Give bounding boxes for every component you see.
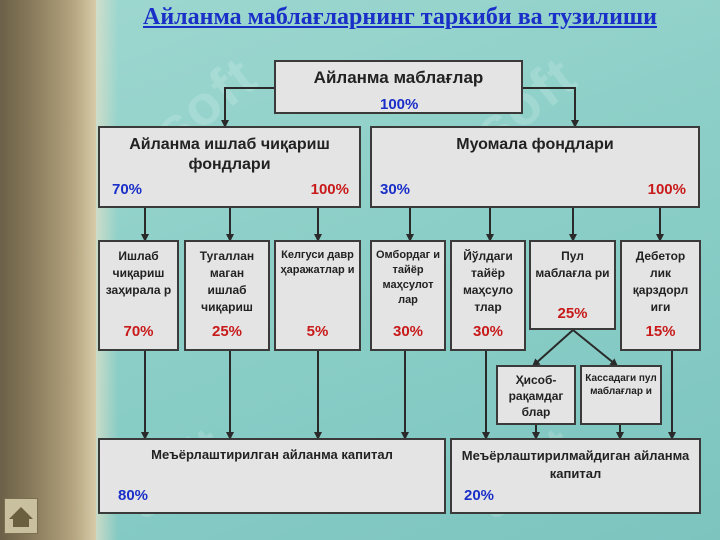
bottom-label: Меъёрлаштирилмайдиган айланма капитал xyxy=(461,448,690,481)
level2-label: Тугаллан маган ишлаб чиқариш xyxy=(199,249,255,314)
level2-box-deferred-expenses: Келгуси давр ҳаражатлар и 5% xyxy=(274,240,361,351)
level1-label: Муомала фондлари xyxy=(456,136,614,153)
arrow-cash-b xyxy=(572,329,619,367)
level2-pct: 30% xyxy=(392,323,424,340)
bottom-pct: 20% xyxy=(464,487,495,504)
level3-label: Кассадаги пул маблағлар и xyxy=(585,373,657,397)
level1-right-pct: 100% xyxy=(310,181,349,198)
level2-pct: 30% xyxy=(472,323,504,340)
level2-box-goods-in-transit: Йўлдаги тайёр маҳсуло тлар 30% xyxy=(450,240,526,351)
home-button[interactable] xyxy=(4,498,38,534)
arrow-root-left xyxy=(221,87,275,128)
level2-label: Келгуси давр ҳаражатлар и xyxy=(280,249,355,276)
level3-box-cash-on-hand: Кассадаги пул маблағлар и xyxy=(580,365,662,425)
level2-pct: 70% xyxy=(123,323,154,340)
arrow-root-right xyxy=(522,87,579,128)
root-pct: 100% xyxy=(380,96,419,113)
level1-right-pct: 100% xyxy=(647,181,686,198)
level1-box-production-funds: Айланма ишлаб чиқариш фондлари 70% 100% xyxy=(98,126,361,208)
level2-box-work-in-progress: Тугаллан маган ишлаб чиқариш 25% xyxy=(184,240,270,351)
level1-label: Айланма ишлаб чиқариш фондлари xyxy=(129,136,330,173)
root-box: Айланма маблағлар 100% xyxy=(274,60,523,114)
level2-label: Ишлаб чиқариш заҳирала р xyxy=(105,249,172,297)
level2-label: Дебетор лик қарздорл иги xyxy=(632,249,689,314)
home-icon xyxy=(9,507,33,527)
bottom-box-nonnormalized-capital: Меъёрлаштирилмайдиган айланма капитал 20… xyxy=(450,438,701,514)
level2-box-finished-goods: Омбордаг и тайёр маҳсулот лар 30% xyxy=(370,240,446,351)
level3-label: Ҳисоб-рақамдаг блар xyxy=(508,373,564,419)
bottom-box-normalized-capital: Меъёрлаштирилган айланма капитал 80% xyxy=(98,438,446,514)
level2-label: Пул маблағла ри xyxy=(535,249,610,280)
root-label: Айланма маблағлар xyxy=(313,68,484,87)
level1-box-circulation-funds: Муомала фондлари 30% 100% xyxy=(370,126,700,208)
level2-box-production-stocks: Ишлаб чиқариш заҳирала р 70% xyxy=(98,240,179,351)
level2-label: Йўлдаги тайёр маҳсуло тлар xyxy=(462,249,514,314)
level2-box-receivables: Дебетор лик қарздорл иги 15% xyxy=(620,240,701,351)
level1-left-pct: 70% xyxy=(112,181,143,198)
side-panel xyxy=(0,0,96,540)
level2-pct: 5% xyxy=(306,323,329,340)
arrow-cash-a xyxy=(532,329,574,367)
level2-pct: 25% xyxy=(211,323,243,340)
level2-box-cash: Пул маблағла ри 25% xyxy=(529,240,616,330)
level2-label: Омбордаг и тайёр маҳсулот лар xyxy=(375,249,440,306)
slide-title: Айланма маблағларнинг таркиби ва тузилиш… xyxy=(143,4,657,30)
level2-pct: 25% xyxy=(557,305,588,322)
bottom-label: Меъёрлаштирилган айланма капитал xyxy=(151,447,393,462)
level1-left-pct: 30% xyxy=(380,181,411,198)
level3-box-bank-accounts: Ҳисоб-рақамдаг блар xyxy=(496,365,576,425)
bottom-pct: 80% xyxy=(118,487,149,504)
level2-pct: 15% xyxy=(645,323,676,340)
